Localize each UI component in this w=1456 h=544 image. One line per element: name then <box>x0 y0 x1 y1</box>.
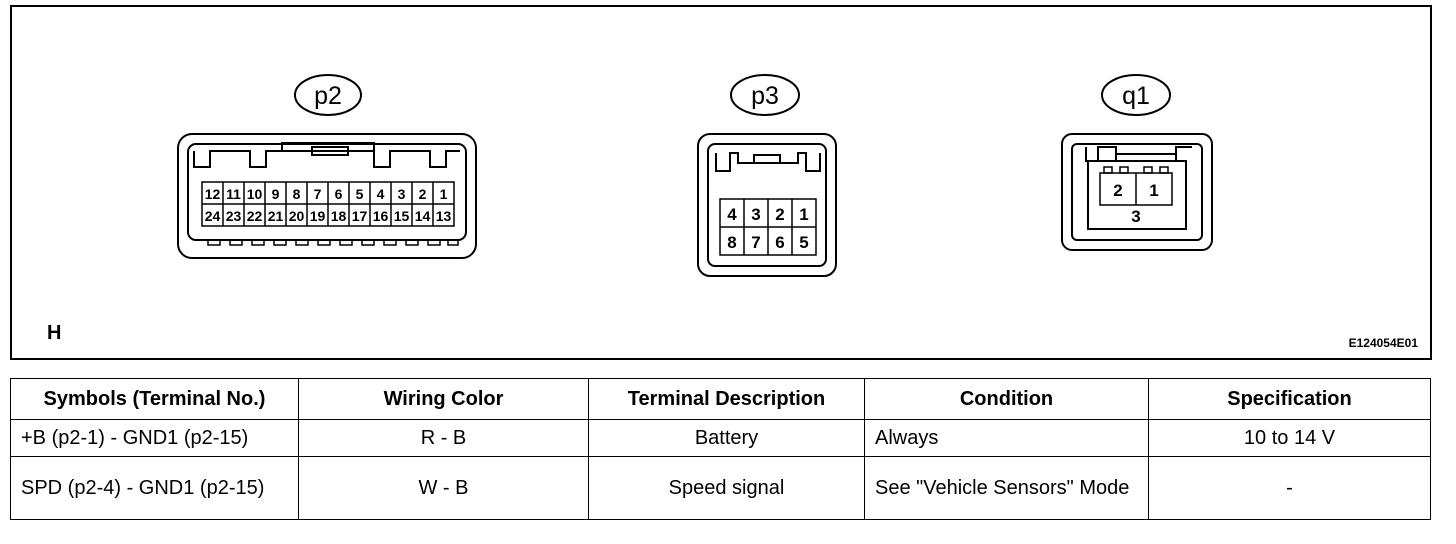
terminal-number: 4 <box>727 205 737 224</box>
terminal-number: 8 <box>727 233 736 252</box>
cell-symbols: SPD (p2-4) - GND1 (p2-15) <box>10 456 299 520</box>
terminal-number: 6 <box>335 186 343 202</box>
terminal-number: 24 <box>205 208 221 224</box>
cell-wiring-color: W - B <box>298 456 589 520</box>
connector-p3-inner-housing <box>707 143 827 267</box>
terminal-number: 10 <box>247 186 263 202</box>
connector-q1-inner-housing <box>1071 143 1203 241</box>
terminal-number: 13 <box>436 208 452 224</box>
connector-p3: p3 4 3 2 1 8 7 6 5 <box>697 74 837 277</box>
terminal-number: 3 <box>398 186 406 202</box>
terminal-number: 22 <box>247 208 263 224</box>
terminal-number: 5 <box>799 233 808 252</box>
connector-diagram: p2 <box>47 74 1419 350</box>
terminal-number: 16 <box>373 208 389 224</box>
connector-p2: p2 <box>177 74 477 259</box>
table-row: SPD (p2-4) - GND1 (p2-15) W - B Speed si… <box>10 456 1431 520</box>
connector-p2-label-oval <box>294 74 362 116</box>
cell-specification: - <box>1148 456 1431 520</box>
terminal-number: 15 <box>394 208 410 224</box>
terminal-number: 7 <box>751 233 760 252</box>
terminal-number: 2 <box>775 205 784 224</box>
connector-p3-label: p3 <box>751 82 779 110</box>
terminal-number: 8 <box>293 186 301 202</box>
terminal-number: 1 <box>1149 181 1158 200</box>
terminal-number: 5 <box>356 186 364 202</box>
connector-q1-outer-housing <box>1061 133 1213 251</box>
connector-p2-terminal-grid <box>201 181 455 227</box>
cell-condition: See "Vehicle Sensors" Mode <box>864 456 1149 520</box>
cell-specification: 10 to 14 V <box>1148 419 1431 457</box>
terminal-number: 3 <box>1131 207 1140 226</box>
terminal-number: 4 <box>377 186 385 202</box>
terminal-number: 2 <box>419 186 427 202</box>
connector-p3-label-oval <box>730 74 800 116</box>
terminal-number: 2 <box>1113 181 1122 200</box>
terminal-number: 1 <box>799 205 808 224</box>
terminal-number: 19 <box>310 208 326 224</box>
table-header-row: Symbols (Terminal No.) Wiring Color Term… <box>10 378 1431 420</box>
connector-p2-terminal-numbers: 12 11 10 9 8 7 6 5 4 3 2 1 24 23 22 21 2… <box>205 186 452 224</box>
terminal-number: 9 <box>272 186 280 202</box>
cell-terminal-description: Speed signal <box>588 456 865 520</box>
terminal-number: 3 <box>751 205 760 224</box>
terminal-number: 14 <box>415 208 431 224</box>
connector-q1-terminal-block <box>1087 160 1187 230</box>
terminal-number: 17 <box>352 208 368 224</box>
terminal-number: 23 <box>226 208 242 224</box>
connector-q1-terminal-grid <box>1099 166 1173 206</box>
header-condition: Condition <box>864 378 1149 420</box>
header-wiring-color: Wiring Color <box>298 378 589 420</box>
figure-letter: H <box>47 322 61 344</box>
header-symbols: Symbols (Terminal No.) <box>10 378 299 420</box>
connector-p2-outer-housing <box>177 133 477 259</box>
terminal-number: 7 <box>314 186 322 202</box>
connector-p2-pin-stubs <box>207 239 459 246</box>
terminal-number: 11 <box>226 186 241 202</box>
cell-terminal-description: Battery <box>588 419 865 457</box>
connector-p2-key-profile <box>193 142 460 168</box>
connector-p3-outer-housing <box>697 133 837 277</box>
table-row: +B (p2-1) - GND1 (p2-15) R - B Battery A… <box>10 419 1431 457</box>
terminal-table: Symbols (Terminal No.) Wiring Color Term… <box>10 378 1431 520</box>
connector-q1-label-oval <box>1101 74 1171 116</box>
connector-p3-lock-tab <box>753 154 781 164</box>
connector-q1-label: q1 <box>1122 82 1150 110</box>
header-terminal-description: Terminal Description <box>588 378 865 420</box>
figure-code: E124054E01 <box>1349 336 1419 350</box>
terminal-number: 20 <box>289 208 305 224</box>
connector-q1: q1 2 1 3 <box>1061 74 1213 251</box>
connector-p3-terminal-grid <box>719 198 817 256</box>
terminal-number: 18 <box>331 208 347 224</box>
header-specification: Specification <box>1148 378 1431 420</box>
terminal-number: 21 <box>268 208 284 224</box>
cell-wiring-color: R - B <box>298 419 589 457</box>
connector-p2-label: p2 <box>314 82 342 110</box>
terminal-number: 1 <box>440 186 448 202</box>
connector-q1-terminal-numbers: 2 1 3 <box>1113 181 1158 226</box>
connector-p3-terminal-numbers: 4 3 2 1 8 7 6 5 <box>727 205 808 252</box>
connector-diagram-frame: p2 <box>10 5 1432 360</box>
terminal-number: 6 <box>775 233 784 252</box>
cell-condition: Always <box>864 419 1149 457</box>
terminal-number: 12 <box>205 186 221 202</box>
cell-symbols: +B (p2-1) - GND1 (p2-15) <box>10 419 299 457</box>
